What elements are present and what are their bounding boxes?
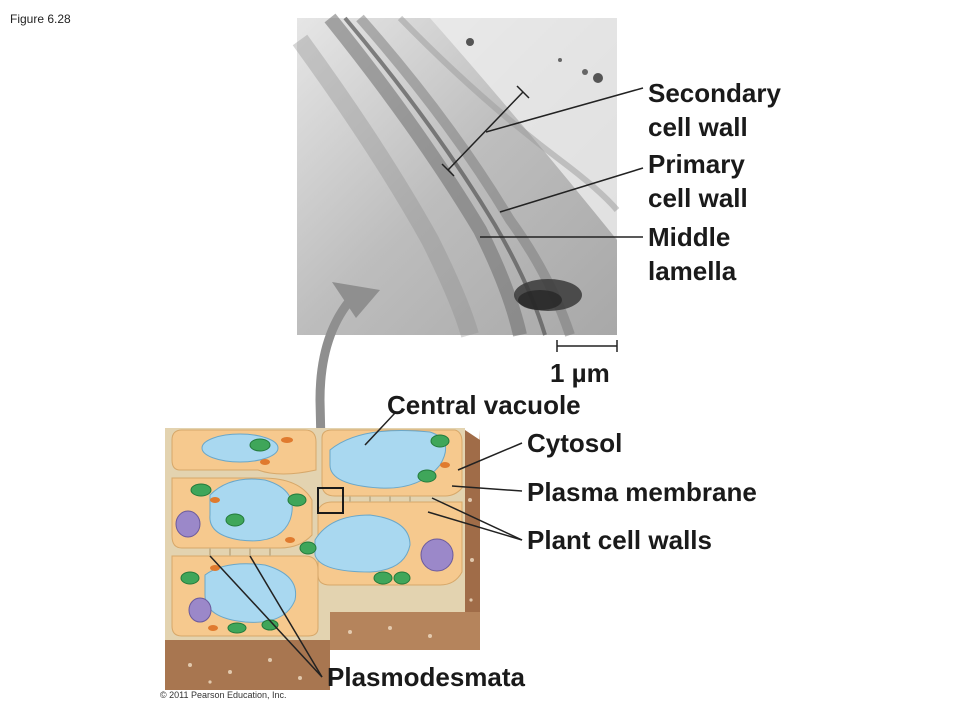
scale-bar-label: 1 µm xyxy=(550,358,610,388)
primary-cell-wall-label: Primary cell wall xyxy=(648,147,748,215)
copyright-notice: © 2011 Pearson Education, Inc. xyxy=(160,690,287,700)
central-vacuole-leader xyxy=(364,412,396,446)
zoom-arrow xyxy=(315,282,380,489)
primary-cell-wall-label-line2: cell wall xyxy=(648,183,748,213)
secondary-cell-wall-label-line2: cell wall xyxy=(648,112,748,142)
middle-lamella-label-line1: Middle xyxy=(648,222,731,252)
plasmodesmata-leaders xyxy=(209,555,323,678)
plasma-membrane-leader xyxy=(451,485,523,492)
plant-cell-block xyxy=(165,428,480,690)
figure-number: Figure 6.28 xyxy=(10,12,71,26)
plant-cell-walls-label: Plant cell walls xyxy=(527,525,712,555)
secondary-cell-wall-label-line1: Secondary xyxy=(648,78,781,108)
middle-lamella-label-line2: lamella xyxy=(648,256,737,286)
plasmodesmata-label: Plasmodesmata xyxy=(327,662,525,692)
zoom-box xyxy=(317,487,344,514)
cytosol-leader xyxy=(457,442,523,471)
middle-lamella-label: Middle lamella xyxy=(648,220,736,288)
primary-cell-wall-label-line1: Primary xyxy=(648,149,745,179)
secondary-wall-bracket xyxy=(441,85,644,177)
primary-wall-leader xyxy=(499,167,644,213)
electron-micrograph xyxy=(292,13,620,338)
central-vacuole-label: Central vacuole xyxy=(387,390,581,420)
plasma-membrane-label: Plasma membrane xyxy=(527,477,757,507)
scale-bar xyxy=(556,340,618,352)
secondary-cell-wall-label: Secondary cell wall xyxy=(648,76,781,144)
cytosol-label: Cytosol xyxy=(527,428,623,458)
plant-cell-walls-leaders xyxy=(427,497,523,541)
